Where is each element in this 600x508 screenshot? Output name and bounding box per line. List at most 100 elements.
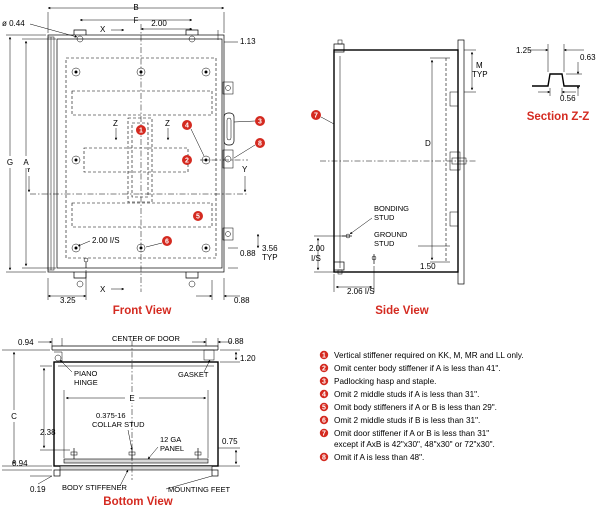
note-2: 2 Omit center body stiffener if A is less… xyxy=(319,363,501,373)
callout-1: 1 xyxy=(136,125,146,135)
svg-text:Vertical stiffener required on: Vertical stiffener required on KK, M, MR… xyxy=(334,351,524,360)
svg-text:Omit 2 middle studs if B is le: Omit 2 middle studs if B is less than 31… xyxy=(334,416,480,425)
note-5: 5 Omit body stiffeners if A or B is less … xyxy=(319,402,497,412)
svg-text:8: 8 xyxy=(258,141,262,148)
svg-text:Padlocking hasp and staple.: Padlocking hasp and staple. xyxy=(334,377,436,386)
padlocking-hasp xyxy=(223,112,235,146)
section-x-top: X xyxy=(100,25,106,34)
callout-8: 8 xyxy=(255,138,265,148)
dim-E: E xyxy=(129,394,134,403)
gasket-label: GASKET xyxy=(178,370,209,379)
svg-text:1: 1 xyxy=(139,128,143,135)
svg-text:2: 2 xyxy=(322,366,326,373)
body-stiffener-label: BODY STIFFENER xyxy=(62,483,127,492)
dim-3-56: 3.56 xyxy=(262,244,278,253)
callout-3: 3 xyxy=(255,116,265,126)
piano-hinge-label: PIANO xyxy=(74,369,98,378)
dim-F: F xyxy=(134,16,139,25)
dim-0-94-top: 0.94 xyxy=(18,338,34,347)
svg-text:4: 4 xyxy=(185,123,189,130)
svg-text:Omit center body stiffener if: Omit center body stiffener if A is less … xyxy=(334,364,501,373)
svg-text:Omit door stiffener if A or B: Omit door stiffener if A or B is less th… xyxy=(334,429,489,438)
mounting-feet-label: MOUNTING FEET xyxy=(168,485,230,494)
mounting-foot xyxy=(73,272,87,279)
svg-text:STUD: STUD xyxy=(374,239,395,248)
bottom-panel xyxy=(63,458,209,464)
svg-text:5: 5 xyxy=(322,405,326,412)
svg-text:HINGE: HINGE xyxy=(74,378,98,387)
front-view: B F 2.00 1.13 ø 0.44 X X Z Z Y Y G xyxy=(2,3,278,317)
dim-2-06-is: 2.06 I/S xyxy=(347,287,375,296)
svg-text:1: 1 xyxy=(322,353,326,360)
mounting-foot xyxy=(185,29,199,35)
dim-0-94-bottom: 0.94 xyxy=(12,459,28,468)
svg-text:Omit body stiffeners if A or B: Omit body stiffeners if A or B is less t… xyxy=(334,403,497,412)
bottom-view: E C 0.94 0.88 1.20 2.38 0.75 0.9 xyxy=(2,334,256,508)
panel-label: 12 GA xyxy=(160,435,181,444)
side-view-title: Side View xyxy=(375,305,429,317)
svg-text:except if AxB is 42"x30", 48"x: except if AxB is 42"x30", 48"x30" or 72"… xyxy=(334,440,495,449)
callout-4: 4 xyxy=(182,120,192,130)
svg-text:Omit if A is less than 48".: Omit if A is less than 48". xyxy=(334,453,424,462)
note-8: 8 Omit if A is less than 48". xyxy=(319,452,424,462)
note-3: 3 Padlocking hasp and staple. xyxy=(319,376,436,386)
latch xyxy=(222,227,234,241)
note-1: 1 Vertical stiffener required on KK, M, M… xyxy=(319,350,524,360)
callout-6: 6 xyxy=(162,236,172,246)
svg-text:3: 3 xyxy=(322,379,326,386)
dim-2-00: 2.00 xyxy=(151,19,167,28)
dim-side-2-00: 2.00 xyxy=(309,244,325,253)
dim-M: M xyxy=(476,61,483,70)
dim-0-75: 0.75 xyxy=(222,437,238,446)
dim-C: C xyxy=(11,412,17,421)
callout-2: 2 xyxy=(182,155,192,165)
front-view-title: Front View xyxy=(113,305,172,317)
svg-text:6: 6 xyxy=(165,239,169,246)
zz-profile xyxy=(532,73,580,87)
vertical-stiffener xyxy=(127,117,153,203)
svg-text:6: 6 xyxy=(322,418,326,425)
callout-7: 7 xyxy=(311,110,321,120)
section-zz-title: Section Z-Z xyxy=(527,111,590,123)
dim-B: B xyxy=(133,3,138,12)
mounting-foot xyxy=(185,272,199,279)
dim-1-50: 1.50 xyxy=(420,262,436,271)
dim-2-38: 2.38 xyxy=(40,428,56,437)
side-door xyxy=(457,39,465,285)
door-outline xyxy=(56,38,223,269)
dim-G: G xyxy=(7,158,13,167)
callout-5: 5 xyxy=(193,211,203,221)
svg-text:3: 3 xyxy=(258,119,262,126)
svg-text:7: 7 xyxy=(322,431,326,438)
dim-1-13: 1.13 xyxy=(240,37,256,46)
body-stiffener-bottom xyxy=(59,465,213,471)
dim-hole-dia: ø 0.44 xyxy=(2,19,25,28)
section-y-left: Y xyxy=(26,165,32,174)
note-7: 7 Omit door stiffener if A or B is less t… xyxy=(319,428,495,449)
collar-stud-label: 0.375-16 xyxy=(96,411,126,420)
svg-text:8: 8 xyxy=(322,455,326,462)
svg-text:2: 2 xyxy=(185,158,189,165)
svg-text:STUD: STUD xyxy=(374,213,395,222)
section-x-bottom: X xyxy=(100,285,106,294)
dim-1-20: 1.20 xyxy=(240,354,256,363)
dim-0-19: 0.19 xyxy=(30,485,46,494)
zz-dim-0-63: 0.63 xyxy=(580,53,596,62)
section-z-right: Z xyxy=(165,119,170,128)
dim-0-88: 0.88 xyxy=(228,337,244,346)
mounting-foot xyxy=(73,29,87,35)
svg-text:7: 7 xyxy=(314,113,318,120)
dim-3-25: 3.25 xyxy=(60,296,76,305)
svg-text:COLLAR STUD: COLLAR STUD xyxy=(92,420,145,429)
dim-A: A xyxy=(23,158,29,167)
bonding-stud-label: BONDING xyxy=(374,204,409,213)
center-body-stiffener xyxy=(83,147,189,173)
enclosure-outline xyxy=(47,34,225,273)
dim-0-88-right: 0.88 xyxy=(240,249,256,258)
svg-text:5: 5 xyxy=(196,214,200,221)
latch xyxy=(222,81,234,95)
body-stiffener xyxy=(71,202,213,228)
ground-stud-label: GROUND xyxy=(374,230,408,239)
